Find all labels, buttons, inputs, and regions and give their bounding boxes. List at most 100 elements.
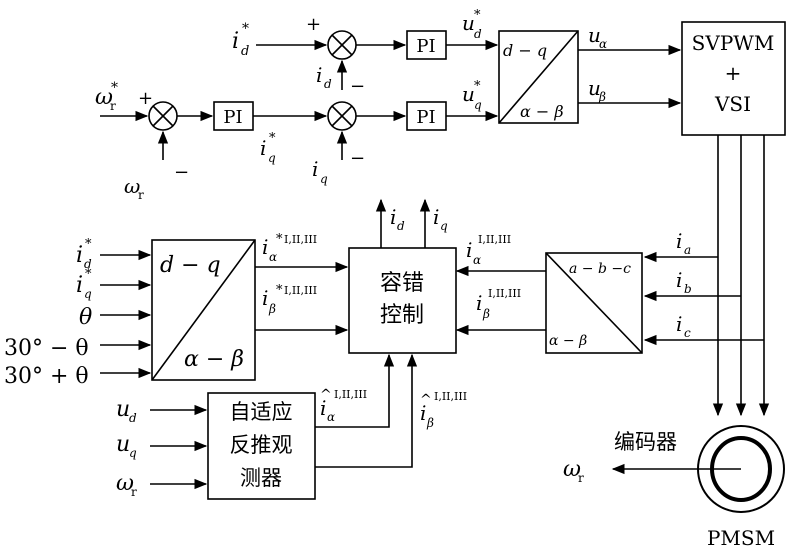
pmsm-label: PMSM — [707, 526, 775, 550]
u-alpha-sub: α — [599, 37, 607, 51]
iq-feedback-label: i — [312, 157, 318, 181]
ftc-line1: 容错 — [380, 271, 424, 296]
iq-ref-sub: q — [268, 151, 276, 165]
encoder-label: 编码器 — [614, 430, 677, 454]
i-alpha-meas-sub: α — [473, 253, 481, 267]
ib-label: i — [676, 268, 682, 292]
i-beta-ref-roman: I,II,III — [284, 284, 317, 297]
omega-ref-label: ω — [95, 85, 113, 110]
abc-top-label: a − b −c — [569, 261, 631, 277]
u-alpha-label: u — [588, 23, 601, 47]
id-ref-star: * — [242, 21, 249, 37]
sum-speed-plus: + — [138, 88, 153, 109]
i-beta-hat-caret: ^ — [420, 392, 432, 408]
ud-ref-sub: d — [474, 27, 482, 41]
ic-label: i — [676, 312, 682, 336]
uq-ref-star: * — [474, 79, 481, 94]
sum1-plus: + — [306, 14, 321, 35]
abc-to-ab-transform — [545, 252, 643, 354]
i-alpha-hat-arrow — [315, 353, 395, 428]
i-alpha-meas-roman: I,II,III — [478, 233, 511, 246]
u-beta-label: u — [588, 76, 601, 100]
uq-ref-label: u — [462, 82, 475, 106]
obs-in-ud-label: u — [116, 397, 130, 422]
omega-ref-sub: r — [110, 99, 116, 113]
obs-in-omega-label: ω — [116, 471, 134, 496]
abc-bottom-label: α − β — [549, 333, 587, 349]
in-iq-ref-star: * — [85, 267, 92, 282]
ib-sub: b — [684, 282, 692, 296]
pi-speed-label: PI — [223, 107, 242, 128]
encoder-omega-label: ω — [563, 457, 581, 482]
omega-feedback-label: ω — [124, 174, 140, 198]
ia-label: i — [676, 229, 682, 253]
left-dq-label: d − q — [160, 253, 221, 278]
in-id-ref-sub: d — [84, 257, 92, 271]
observer-line1: 自适应 — [230, 400, 293, 424]
iq-out-sub: q — [440, 219, 448, 233]
adaptive-backstepping-observer-block — [207, 392, 316, 500]
i-beta-hat-roman: I,II,III — [434, 390, 467, 403]
in-id-ref-star: * — [85, 237, 92, 252]
i-beta-meas-label: i — [476, 291, 482, 315]
ud-ref-label: u — [462, 11, 475, 35]
i-alpha-meas-label: i — [466, 238, 472, 262]
u-beta-sub: β — [598, 90, 606, 104]
omega-feedback-sub: r — [138, 188, 144, 202]
i-beta-ref-label: i — [262, 286, 268, 310]
in-id-ref-label: i — [76, 243, 83, 268]
ia-sub: a — [684, 243, 691, 257]
pi-block-d — [406, 30, 447, 60]
id-out-sub: d — [397, 219, 405, 233]
encoder-omega-sub: r — [578, 471, 584, 485]
fault-tolerant-control-block — [348, 247, 457, 354]
ud-ref-star: * — [474, 8, 481, 23]
iq-ref-label: i — [260, 136, 266, 160]
svpwm-plus: + — [725, 61, 742, 85]
sum-junction-speed — [148, 101, 178, 131]
dq-to-ab-transform-left — [151, 239, 256, 381]
sum-junction-d — [327, 30, 357, 60]
sum-junction-q — [327, 101, 357, 131]
pi-d-label: PI — [416, 36, 435, 57]
i-beta-hat-arrow — [315, 353, 418, 468]
i-beta-hat-sub: β — [426, 416, 434, 430]
omega-ref-star: * — [111, 80, 118, 96]
iq-feedback-sub: q — [320, 172, 328, 186]
i-beta-ref-sub: β — [268, 302, 276, 316]
id-out-label: i — [390, 205, 396, 229]
i-beta-hat-label: i — [420, 401, 426, 425]
obs-in-uq-label: u — [116, 432, 130, 457]
id-ref-label: i — [232, 29, 239, 54]
in-iq-ref-sub: q — [84, 287, 92, 301]
dq-to-ab-transform-top — [498, 30, 579, 124]
i-alpha-hat-sub: α — [327, 410, 335, 424]
sum1-minus: − — [350, 76, 365, 97]
iq-ref-star: * — [269, 131, 276, 146]
id-feedback-label: i — [316, 63, 322, 87]
i-alpha-ref-label: i — [262, 235, 268, 259]
pi-block-q — [406, 101, 447, 131]
pi-block-speed — [213, 101, 254, 131]
svpwm-vsi-block — [681, 21, 786, 136]
svpwm-label: SVPWM — [692, 31, 775, 55]
left-ab-label: α − β — [184, 347, 244, 372]
obs-in-uq-sub: q — [129, 446, 137, 460]
ftc-line2: 控制 — [380, 303, 424, 328]
iq-out-label: i — [433, 205, 439, 229]
i-alpha-ref-star: * — [276, 232, 283, 247]
pi-q-label: PI — [416, 107, 435, 128]
vsi-label: VSI — [714, 92, 751, 116]
id-ref-sub: d — [241, 44, 249, 59]
in-30plus-label: 30° + θ — [4, 364, 89, 389]
i-alpha-ref-roman: I,II,III — [284, 233, 317, 246]
i-alpha-ref-sub: α — [269, 250, 277, 264]
obs-in-omega-sub: r — [131, 485, 137, 499]
obs-in-ud-sub: d — [129, 411, 137, 425]
ab-bottom-label: α − β — [520, 102, 564, 121]
i-beta-ref-star: * — [276, 283, 283, 298]
i-alpha-hat-roman: I,II,III — [334, 388, 367, 401]
sum2-minus: − — [350, 148, 365, 169]
uq-ref-sub: q — [474, 98, 482, 112]
ic-sub: c — [684, 326, 691, 340]
